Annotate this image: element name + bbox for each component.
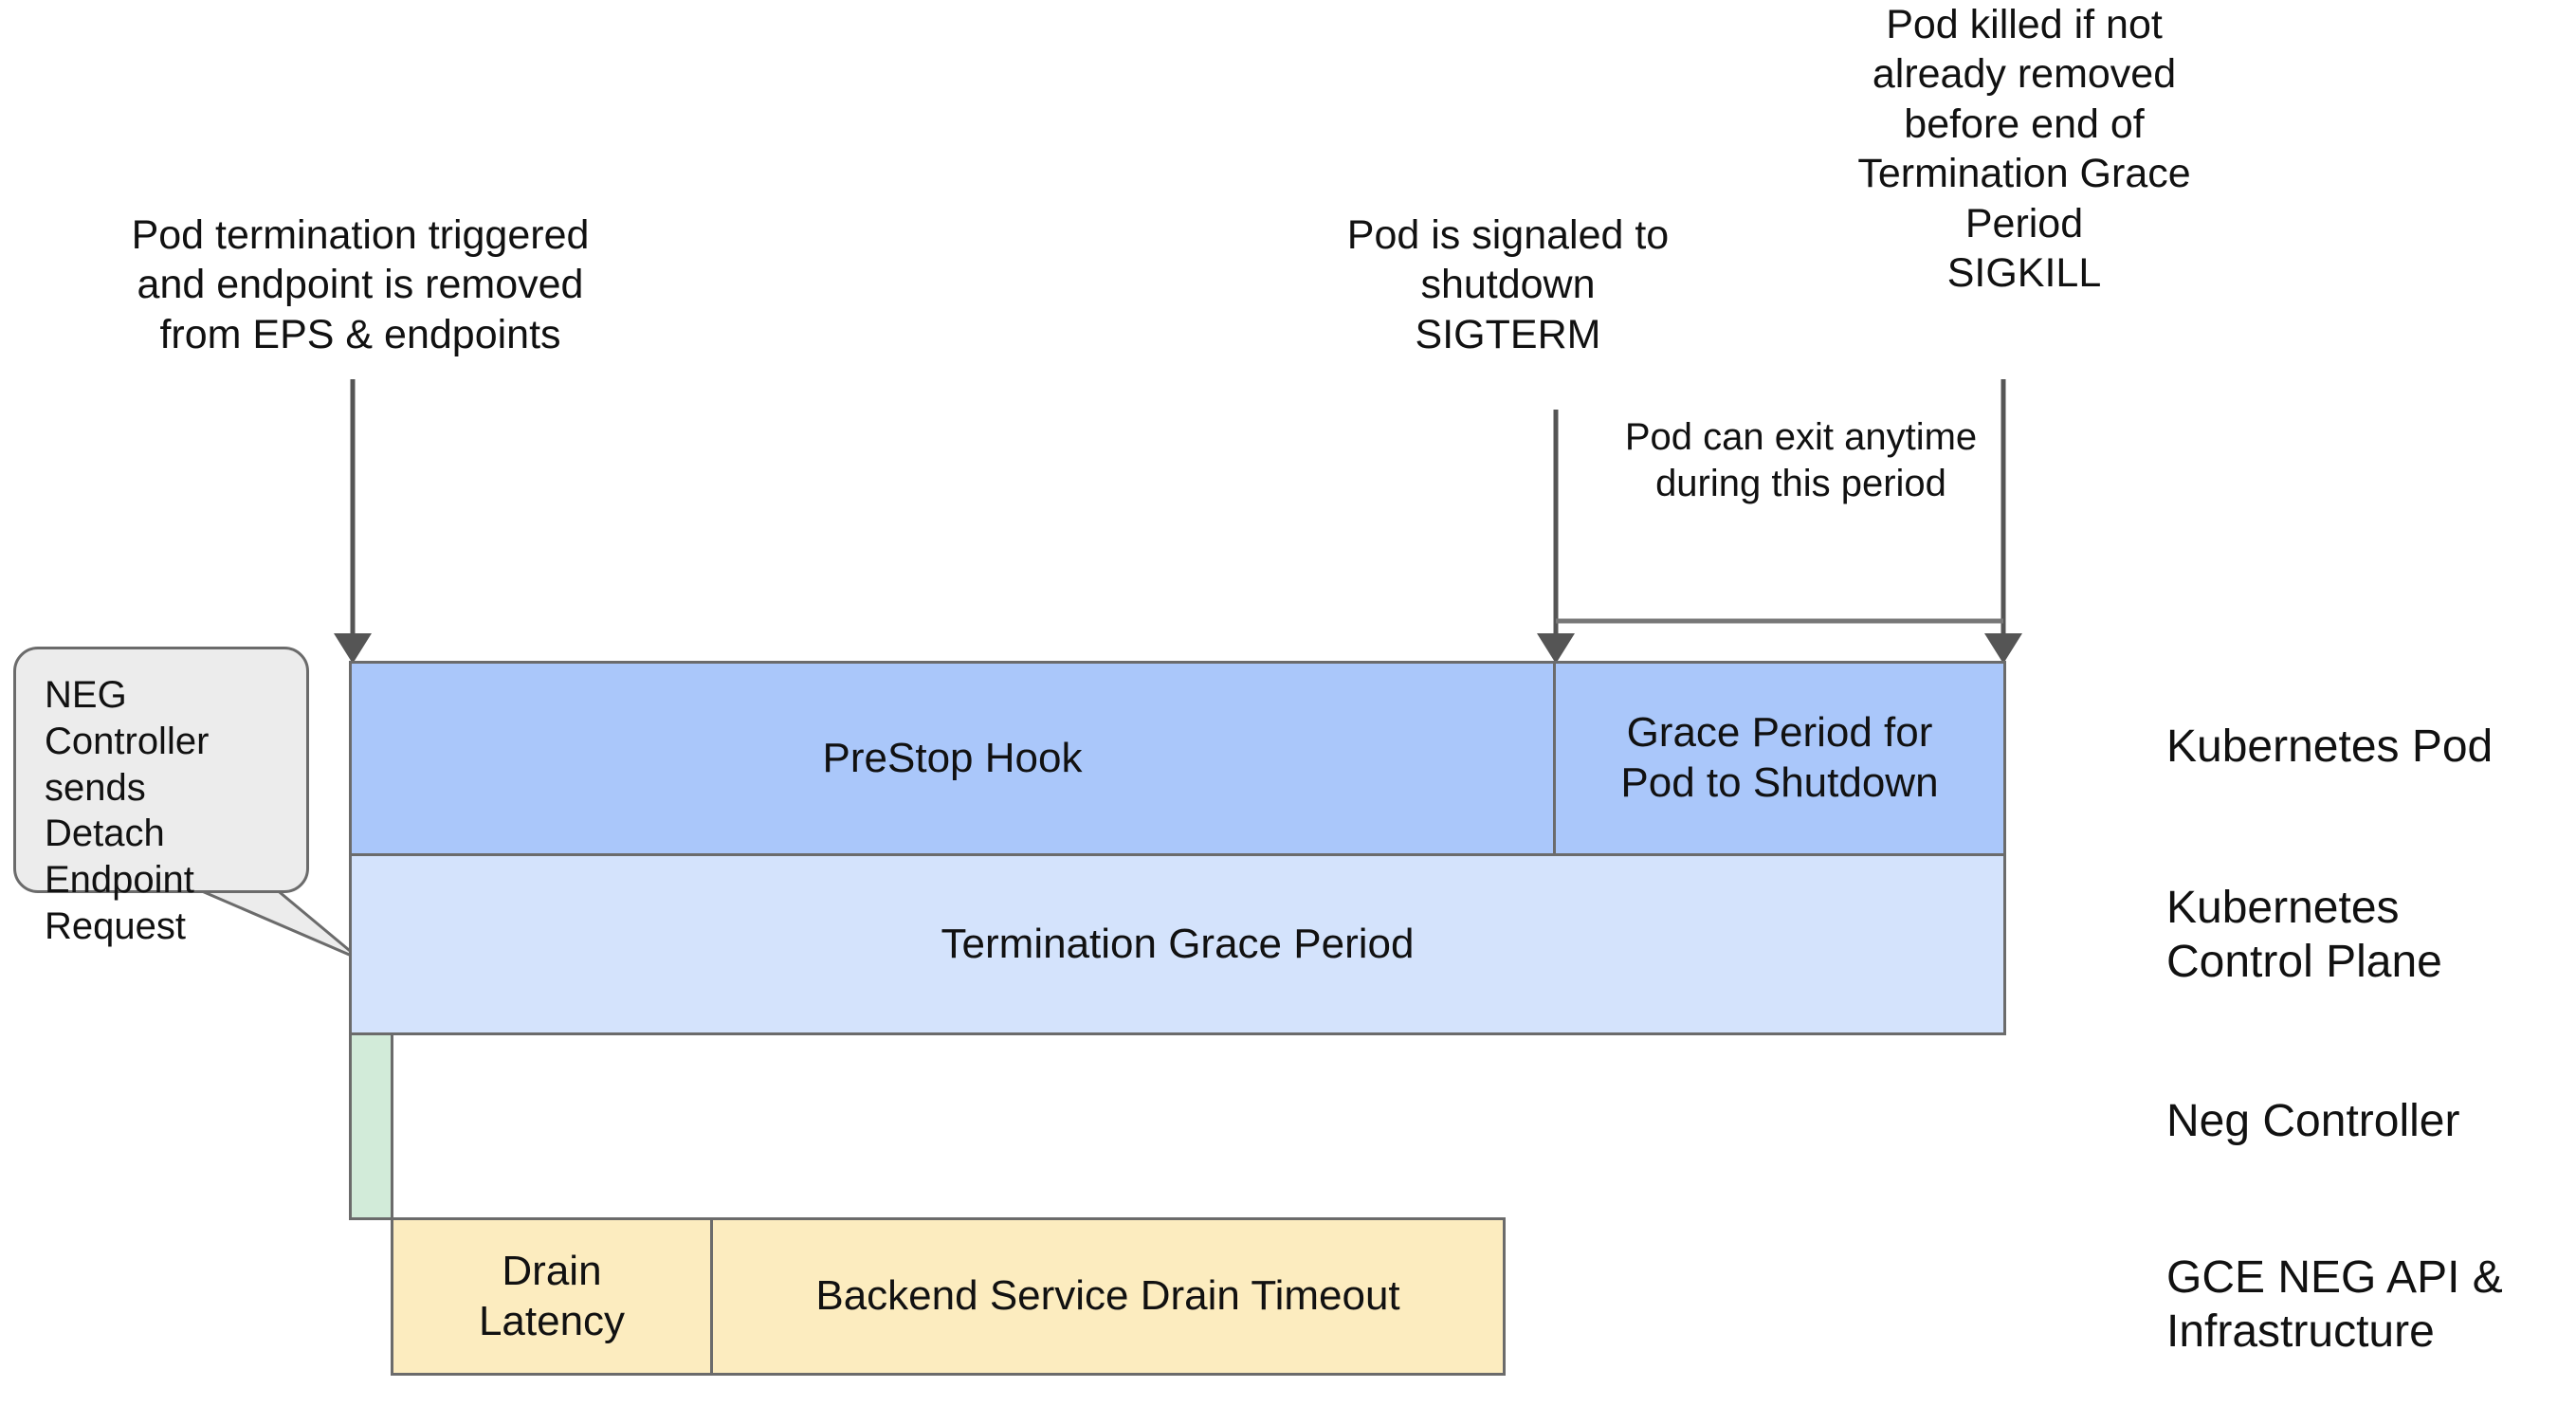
bar-grace-period-for-pod-to-shutdown[interactable]: Grace Period for Pod to Shutdown [1553, 661, 2006, 856]
annotation-pod-termination-triggered: Pod termination triggered and endpoint i… [131, 212, 590, 357]
bar-prestop-hook[interactable]: PreStop Hook [349, 661, 1556, 856]
lane-label-kubernetes-control-plane: Kubernetes Control Plane [2166, 883, 2442, 987]
callout-neg-controller-detach: NEG Controller sends Detach Endpoint Req… [13, 647, 309, 947]
annotation-sigterm: Pod is signaled to shutdown SIGTERM [1346, 212, 1670, 357]
bar-drain-latency[interactable]: Drain Latency [391, 1217, 713, 1376]
bar-termination-grace-period[interactable]: Termination Grace Period [349, 853, 2006, 1035]
bar-neg-detach-request[interactable] [349, 1032, 393, 1220]
annotation-pod-can-exit-anytime: Pod can exit anytime during this period [1624, 416, 1978, 504]
bar-backend-service-drain-timeout[interactable]: Backend Service Drain Timeout [710, 1217, 1506, 1376]
lane-label-kubernetes-pod: Kubernetes Pod [2166, 721, 2494, 772]
lane-label-gce-neg-api: GCE NEG API & Infrastructure [2166, 1252, 2503, 1357]
annotation-sigkill: Pod killed if not already removed before… [1857, 2, 2191, 297]
lane-label-neg-controller: Neg Controller [2166, 1096, 2460, 1146]
